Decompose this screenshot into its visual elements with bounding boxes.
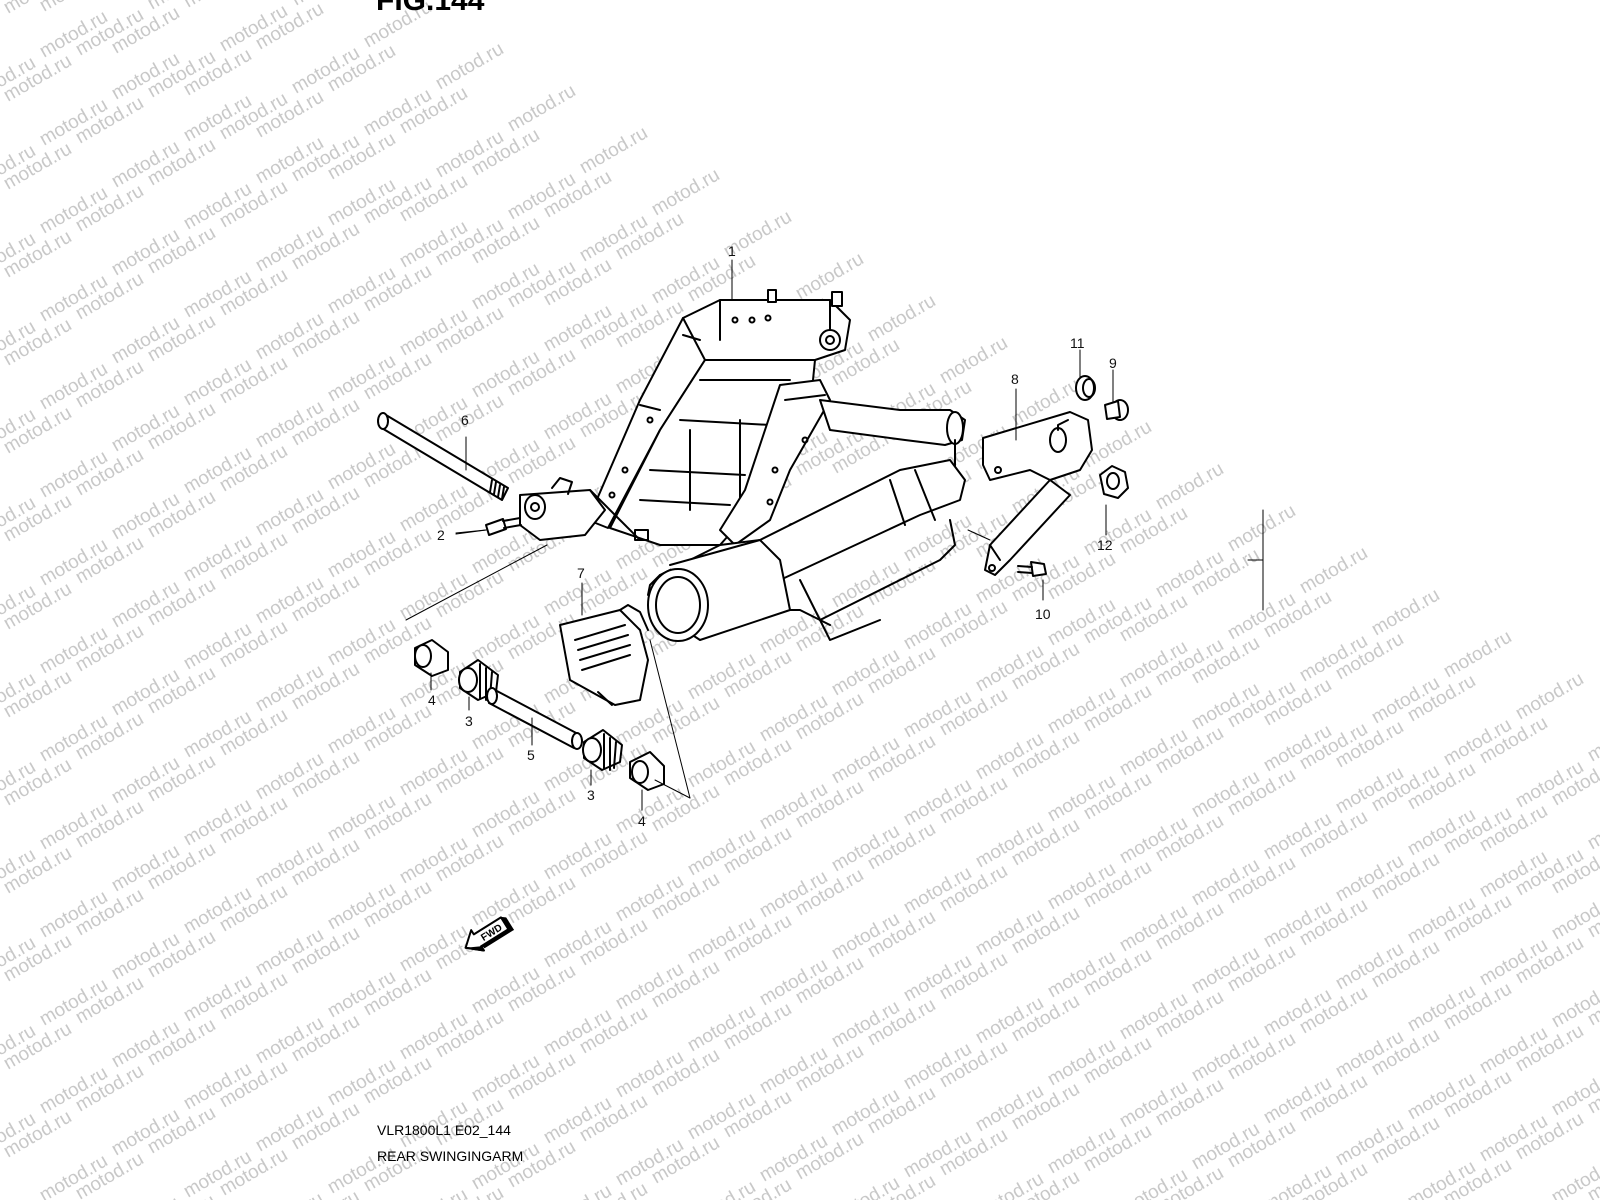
- callout-11: 11: [1070, 335, 1085, 351]
- grommet-11: [1075, 375, 1096, 401]
- bearing-stack: [405, 544, 691, 799]
- callout-4-right: 4: [638, 813, 646, 829]
- leader-lines: [430, 259, 1114, 811]
- pivot-shaft: [377, 412, 509, 501]
- callout-7: 7: [577, 565, 585, 581]
- callout-4-left: 4: [428, 692, 436, 708]
- bolt-10: [1017, 561, 1047, 577]
- fwd-arrow-icon: FWD: [464, 916, 514, 952]
- nut-12: [1099, 465, 1129, 499]
- dust-cover: [559, 604, 649, 706]
- callout-6: 6: [461, 412, 469, 428]
- bracket-8: [967, 411, 1093, 576]
- callout-3-upper: 3: [465, 713, 473, 729]
- callout-10: 10: [1035, 606, 1051, 622]
- callout-labels: 1 2 3 3 4 4 5 6 7 8 9 10 11 12: [428, 243, 1117, 829]
- callout-3-lower: 3: [587, 787, 595, 803]
- callout-5: 5: [527, 747, 535, 763]
- figure-title: FIG.144: [376, 0, 485, 17]
- margin-marks: [1247, 509, 1264, 611]
- bolt-9: [1104, 399, 1129, 421]
- model-code: VLR1800L1 E02_144: [377, 1122, 511, 1138]
- swingarm-frame: [519, 289, 966, 642]
- callout-12: 12: [1097, 537, 1113, 553]
- callout-9: 9: [1109, 355, 1117, 371]
- callout-2: 2: [437, 527, 445, 543]
- figure-caption: REAR SWINGINGARM: [377, 1148, 524, 1164]
- callout-8: 8: [1011, 371, 1019, 387]
- callout-1: 1: [728, 243, 736, 259]
